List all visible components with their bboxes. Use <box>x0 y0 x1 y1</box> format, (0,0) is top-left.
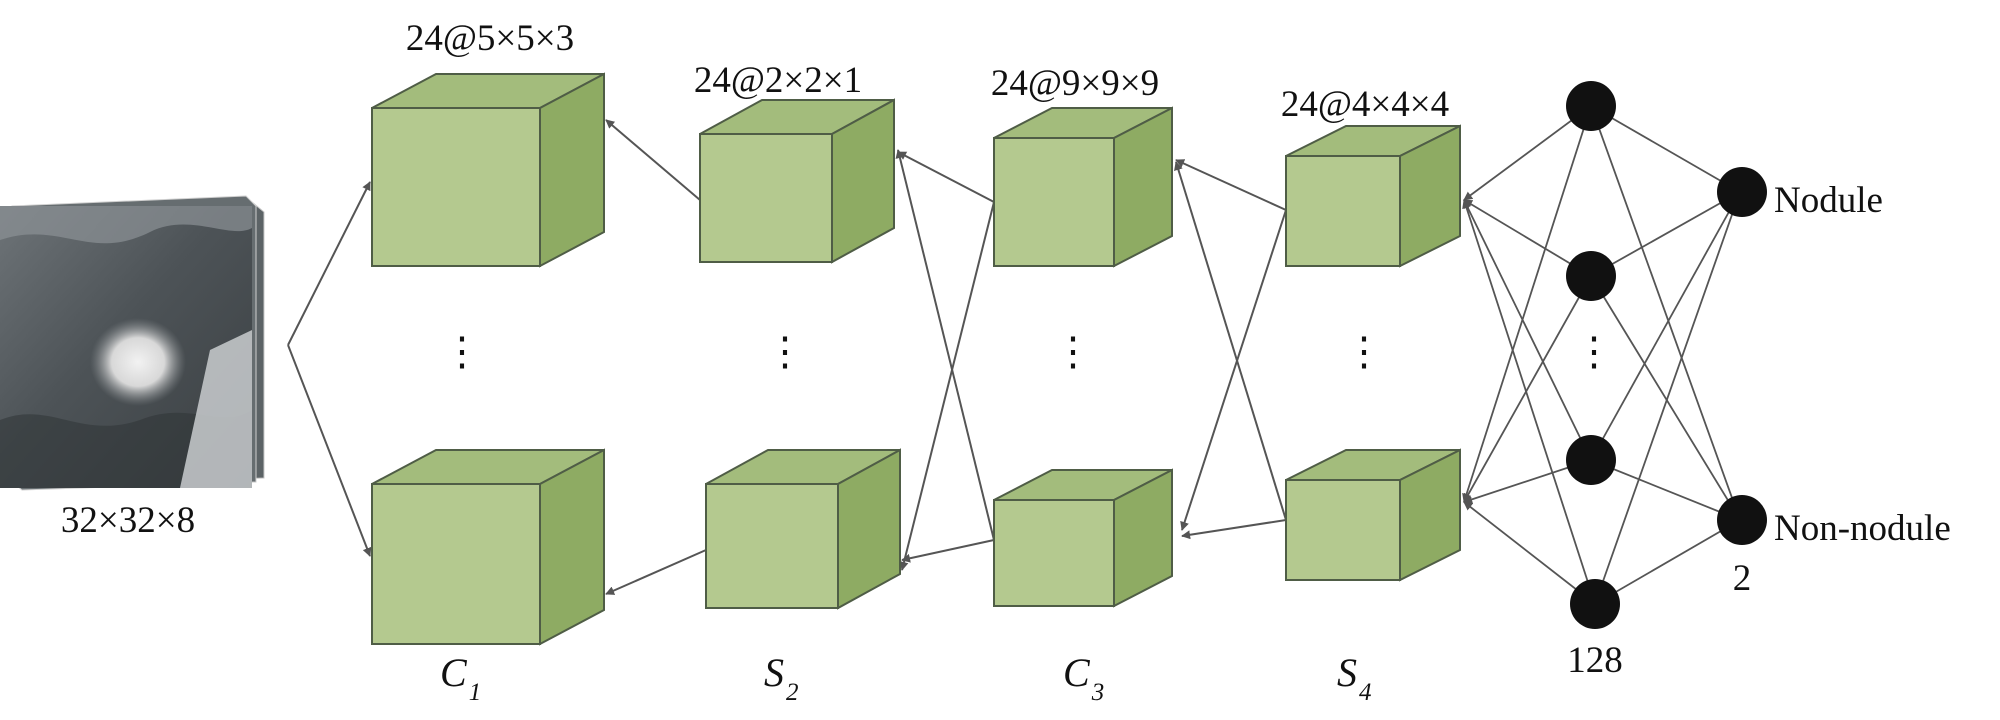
input-texture-bright-corner <box>180 330 252 488</box>
fc-arrow <box>1462 105 1593 503</box>
cube-front-face <box>993 499 1115 607</box>
hidden-layer-count-label: 128 <box>1567 640 1623 681</box>
fully-connected-nodes <box>1566 81 1767 629</box>
hidden-node <box>1566 81 1616 131</box>
fc-arrow <box>1590 191 1741 277</box>
nodule-highlight <box>90 318 186 406</box>
cube-side-face <box>539 72 605 268</box>
cube-front-face <box>1285 155 1401 267</box>
layer-c3-size-label: 24@9×9×9 <box>991 63 1159 104</box>
layer-s2-name: S2 <box>764 650 799 706</box>
cube-front-face <box>371 107 541 267</box>
hidden-node <box>1566 435 1616 485</box>
cube-front-face <box>371 483 541 645</box>
connection-arrows <box>287 105 1742 605</box>
input-volume-image <box>0 195 265 491</box>
cube-front-face <box>1285 479 1401 581</box>
connection-arrow <box>899 201 995 571</box>
feature-map-cubes <box>371 72 1461 646</box>
hidden-node <box>1570 579 1620 629</box>
layer-s4-name: S4 <box>1337 650 1372 706</box>
connection-arrow <box>897 151 995 203</box>
output-label-non-nodule: Non-nodule <box>1774 508 1951 549</box>
connection-arrow <box>1181 519 1287 540</box>
layer-c3-ellipsis: ⋮ <box>1053 329 1093 374</box>
connection-arrow <box>1180 209 1287 531</box>
connection-arrow <box>287 181 371 346</box>
output-node <box>1717 495 1767 545</box>
cube-s4-bottom <box>1285 448 1461 582</box>
connection-arrow <box>901 539 995 563</box>
fc-arrow <box>1590 191 1741 461</box>
input-texture-top <box>0 206 252 244</box>
layer-c1-size-label: 24@5×5×3 <box>406 18 574 59</box>
connection-arrow <box>1175 159 1287 211</box>
cube-c1-bottom <box>371 448 605 646</box>
cube-c1-top <box>371 72 605 268</box>
cube-front-face <box>699 133 833 263</box>
output-layer-count-label: 2 <box>1733 558 1752 599</box>
fc-arrow <box>1590 105 1741 193</box>
output-label-nodule: Nodule <box>1774 180 1883 221</box>
layer-c1-name: C1 <box>440 650 481 706</box>
hidden-node <box>1566 251 1616 301</box>
fc-arrow <box>1594 191 1742 605</box>
cube-s4-top <box>1285 124 1461 268</box>
input-size-label: 32×32×8 <box>61 500 195 541</box>
cube-side-face <box>539 448 605 646</box>
layer-c3-name: C3 <box>1063 650 1104 706</box>
layer-c1-ellipsis: ⋮ <box>442 329 482 374</box>
connection-arrow <box>895 149 995 541</box>
output-node <box>1717 167 1767 217</box>
cube-c3-bottom <box>993 468 1173 608</box>
layer-s2-size-label: 24@2×2×1 <box>694 60 862 101</box>
layer-s4-size-label: 24@4×4×4 <box>1281 84 1449 125</box>
cube-s2-top <box>699 98 895 264</box>
connection-arrow <box>605 549 707 595</box>
layer-s2-ellipsis: ⋮ <box>765 329 805 374</box>
cube-s2-bottom <box>705 448 901 610</box>
cube-front-face <box>993 137 1115 267</box>
fc-arrow <box>1463 501 1596 605</box>
cube-front-face <box>705 483 839 609</box>
hidden-layer-ellipsis: ⋮ <box>1574 329 1614 374</box>
connection-arrow <box>287 344 372 557</box>
fc-arrow <box>1590 459 1741 522</box>
layer-s4-ellipsis: ⋮ <box>1344 329 1384 374</box>
connection-arrow <box>1174 161 1287 521</box>
connection-arrow <box>605 119 701 201</box>
fc-arrow <box>1590 105 1742 521</box>
fc-arrow <box>1594 519 1741 605</box>
fc-arrow <box>1590 275 1741 521</box>
cube-c3-top <box>993 106 1173 268</box>
